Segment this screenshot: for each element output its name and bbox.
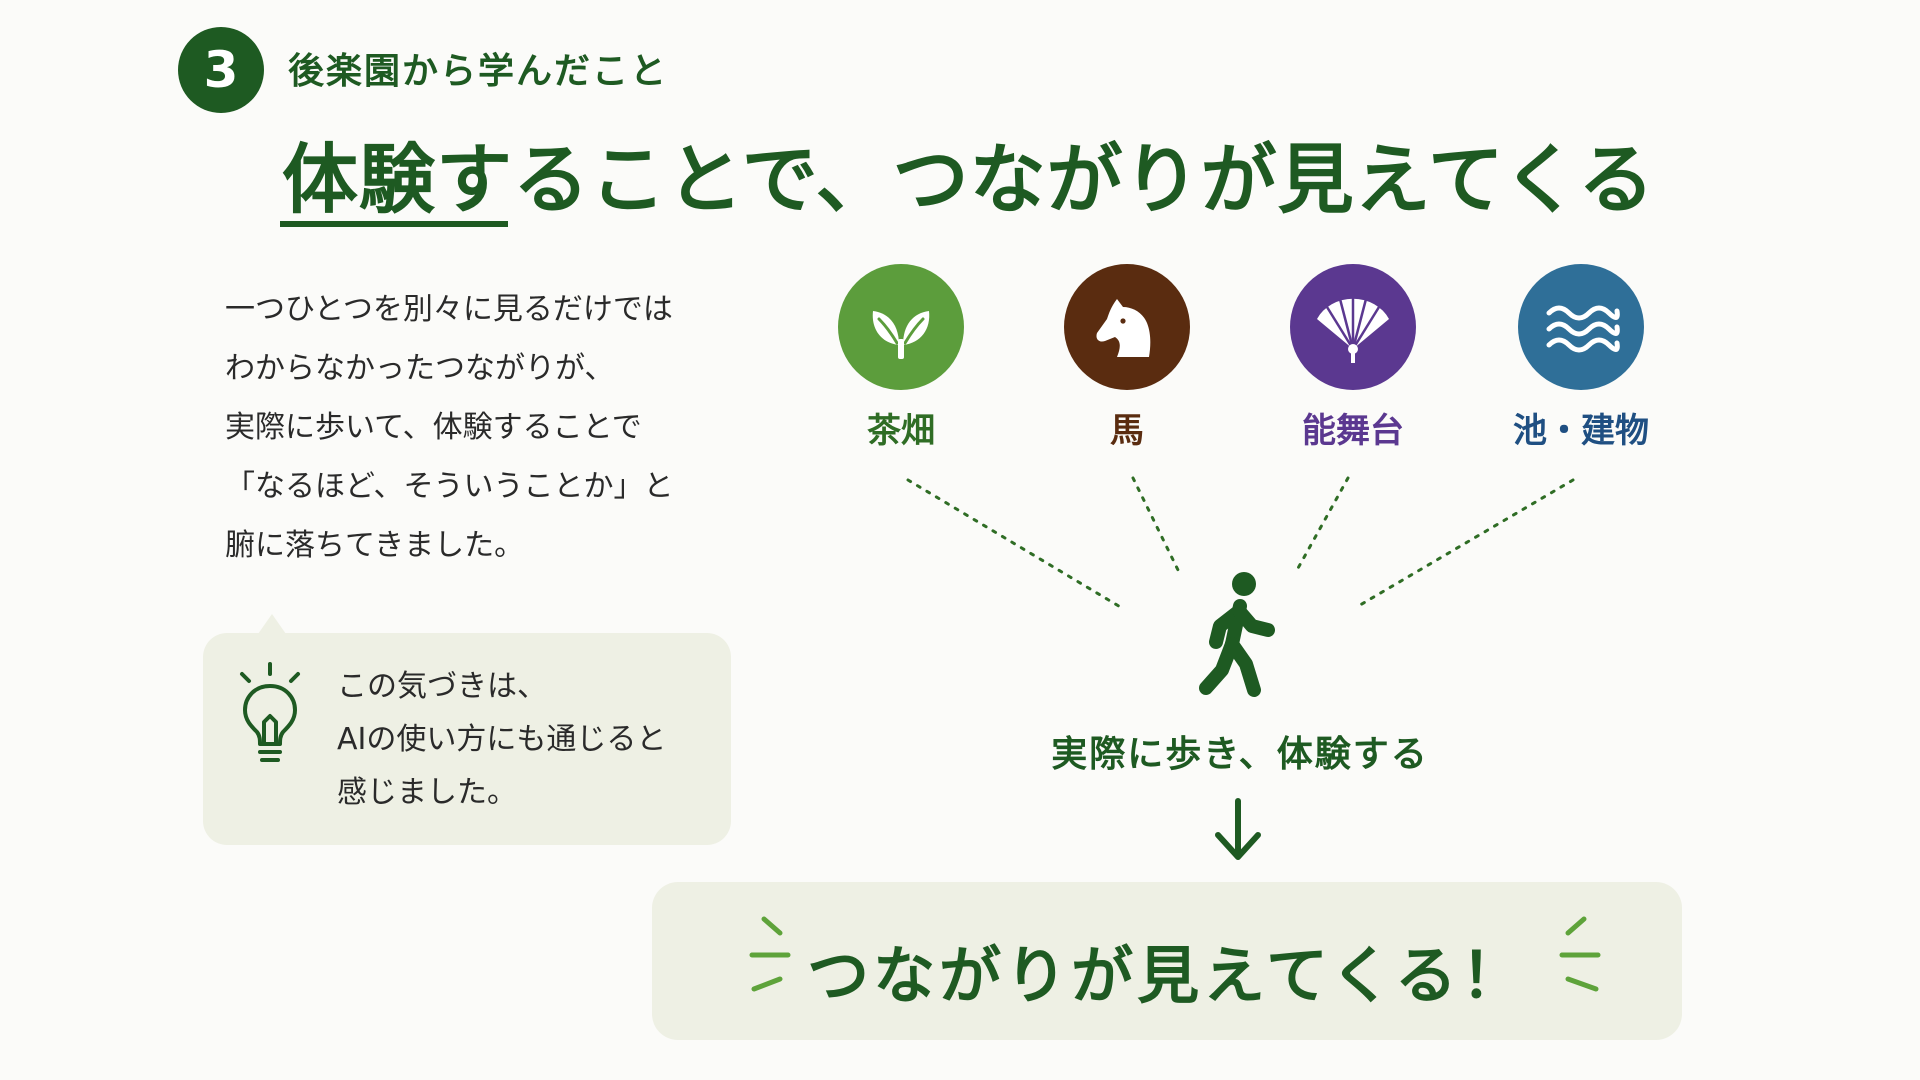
walk-label: 実際に歩き、体験する [1051, 734, 1429, 775]
left-burst-icon [749, 916, 791, 992]
connector-line-pond [1353, 478, 1575, 610]
result-text: つながりが見えてくる！ [807, 939, 1527, 1012]
callout-line: 感じました。 [337, 775, 517, 810]
section-label: 後楽園から学んだこと [288, 51, 669, 92]
body-line: 腑に落ちてきました。 [225, 528, 525, 563]
body-line: 一つひとつを別々に見るだけでは [225, 292, 673, 327]
callout-line: AIの使い方にも通じると [337, 722, 667, 757]
horse-label: 馬 [1110, 411, 1144, 451]
leaf-icon [872, 311, 930, 359]
page-title: 体験することで、つながりが見えてくる [282, 135, 1656, 224]
connector-line-noh [1295, 476, 1350, 572]
tea-field-label: 茶畑 [867, 411, 935, 451]
pond-building-icon-circle [1518, 264, 1644, 390]
noh-stage-label: 能舞台 [1302, 411, 1404, 451]
waves-icon [1546, 305, 1620, 353]
lightbulb-icon [240, 662, 300, 762]
body-line: 実際に歩いて、体験することで [225, 410, 642, 445]
title-underline [280, 221, 508, 227]
callout-text: この気づきは、 AIの使い方にも通じると 感じました。 [337, 660, 666, 819]
horse-icon-circle [1064, 264, 1190, 390]
tea-field-icon-circle [838, 264, 964, 390]
body-text: 一つひとつを別々に見るだけでは わからなかったつながりが、 実際に歩いて、体験す… [225, 280, 674, 575]
body-line: わからなかったつながりが、 [225, 351, 615, 386]
callout-line: この気づきは、 [337, 669, 547, 704]
connector-line-tea [906, 478, 1124, 610]
body-line: 「なるほど、そういうことか」と [225, 469, 674, 504]
down-arrow-icon [1215, 798, 1261, 860]
walking-person-icon [1199, 572, 1275, 697]
fan-icon [1317, 297, 1389, 363]
horse-icon [1096, 299, 1151, 357]
step-number: 3 [203, 41, 239, 99]
right-burst-icon [1559, 916, 1601, 992]
result-box [652, 882, 1682, 1040]
insight-callout [203, 633, 731, 845]
noh-stage-icon-circle [1290, 264, 1416, 390]
pond-building-label: 池・建物 [1513, 411, 1649, 451]
callout-tail [258, 614, 286, 634]
step-number-badge: 3 [178, 27, 264, 113]
connector-line-horse [1131, 476, 1180, 572]
